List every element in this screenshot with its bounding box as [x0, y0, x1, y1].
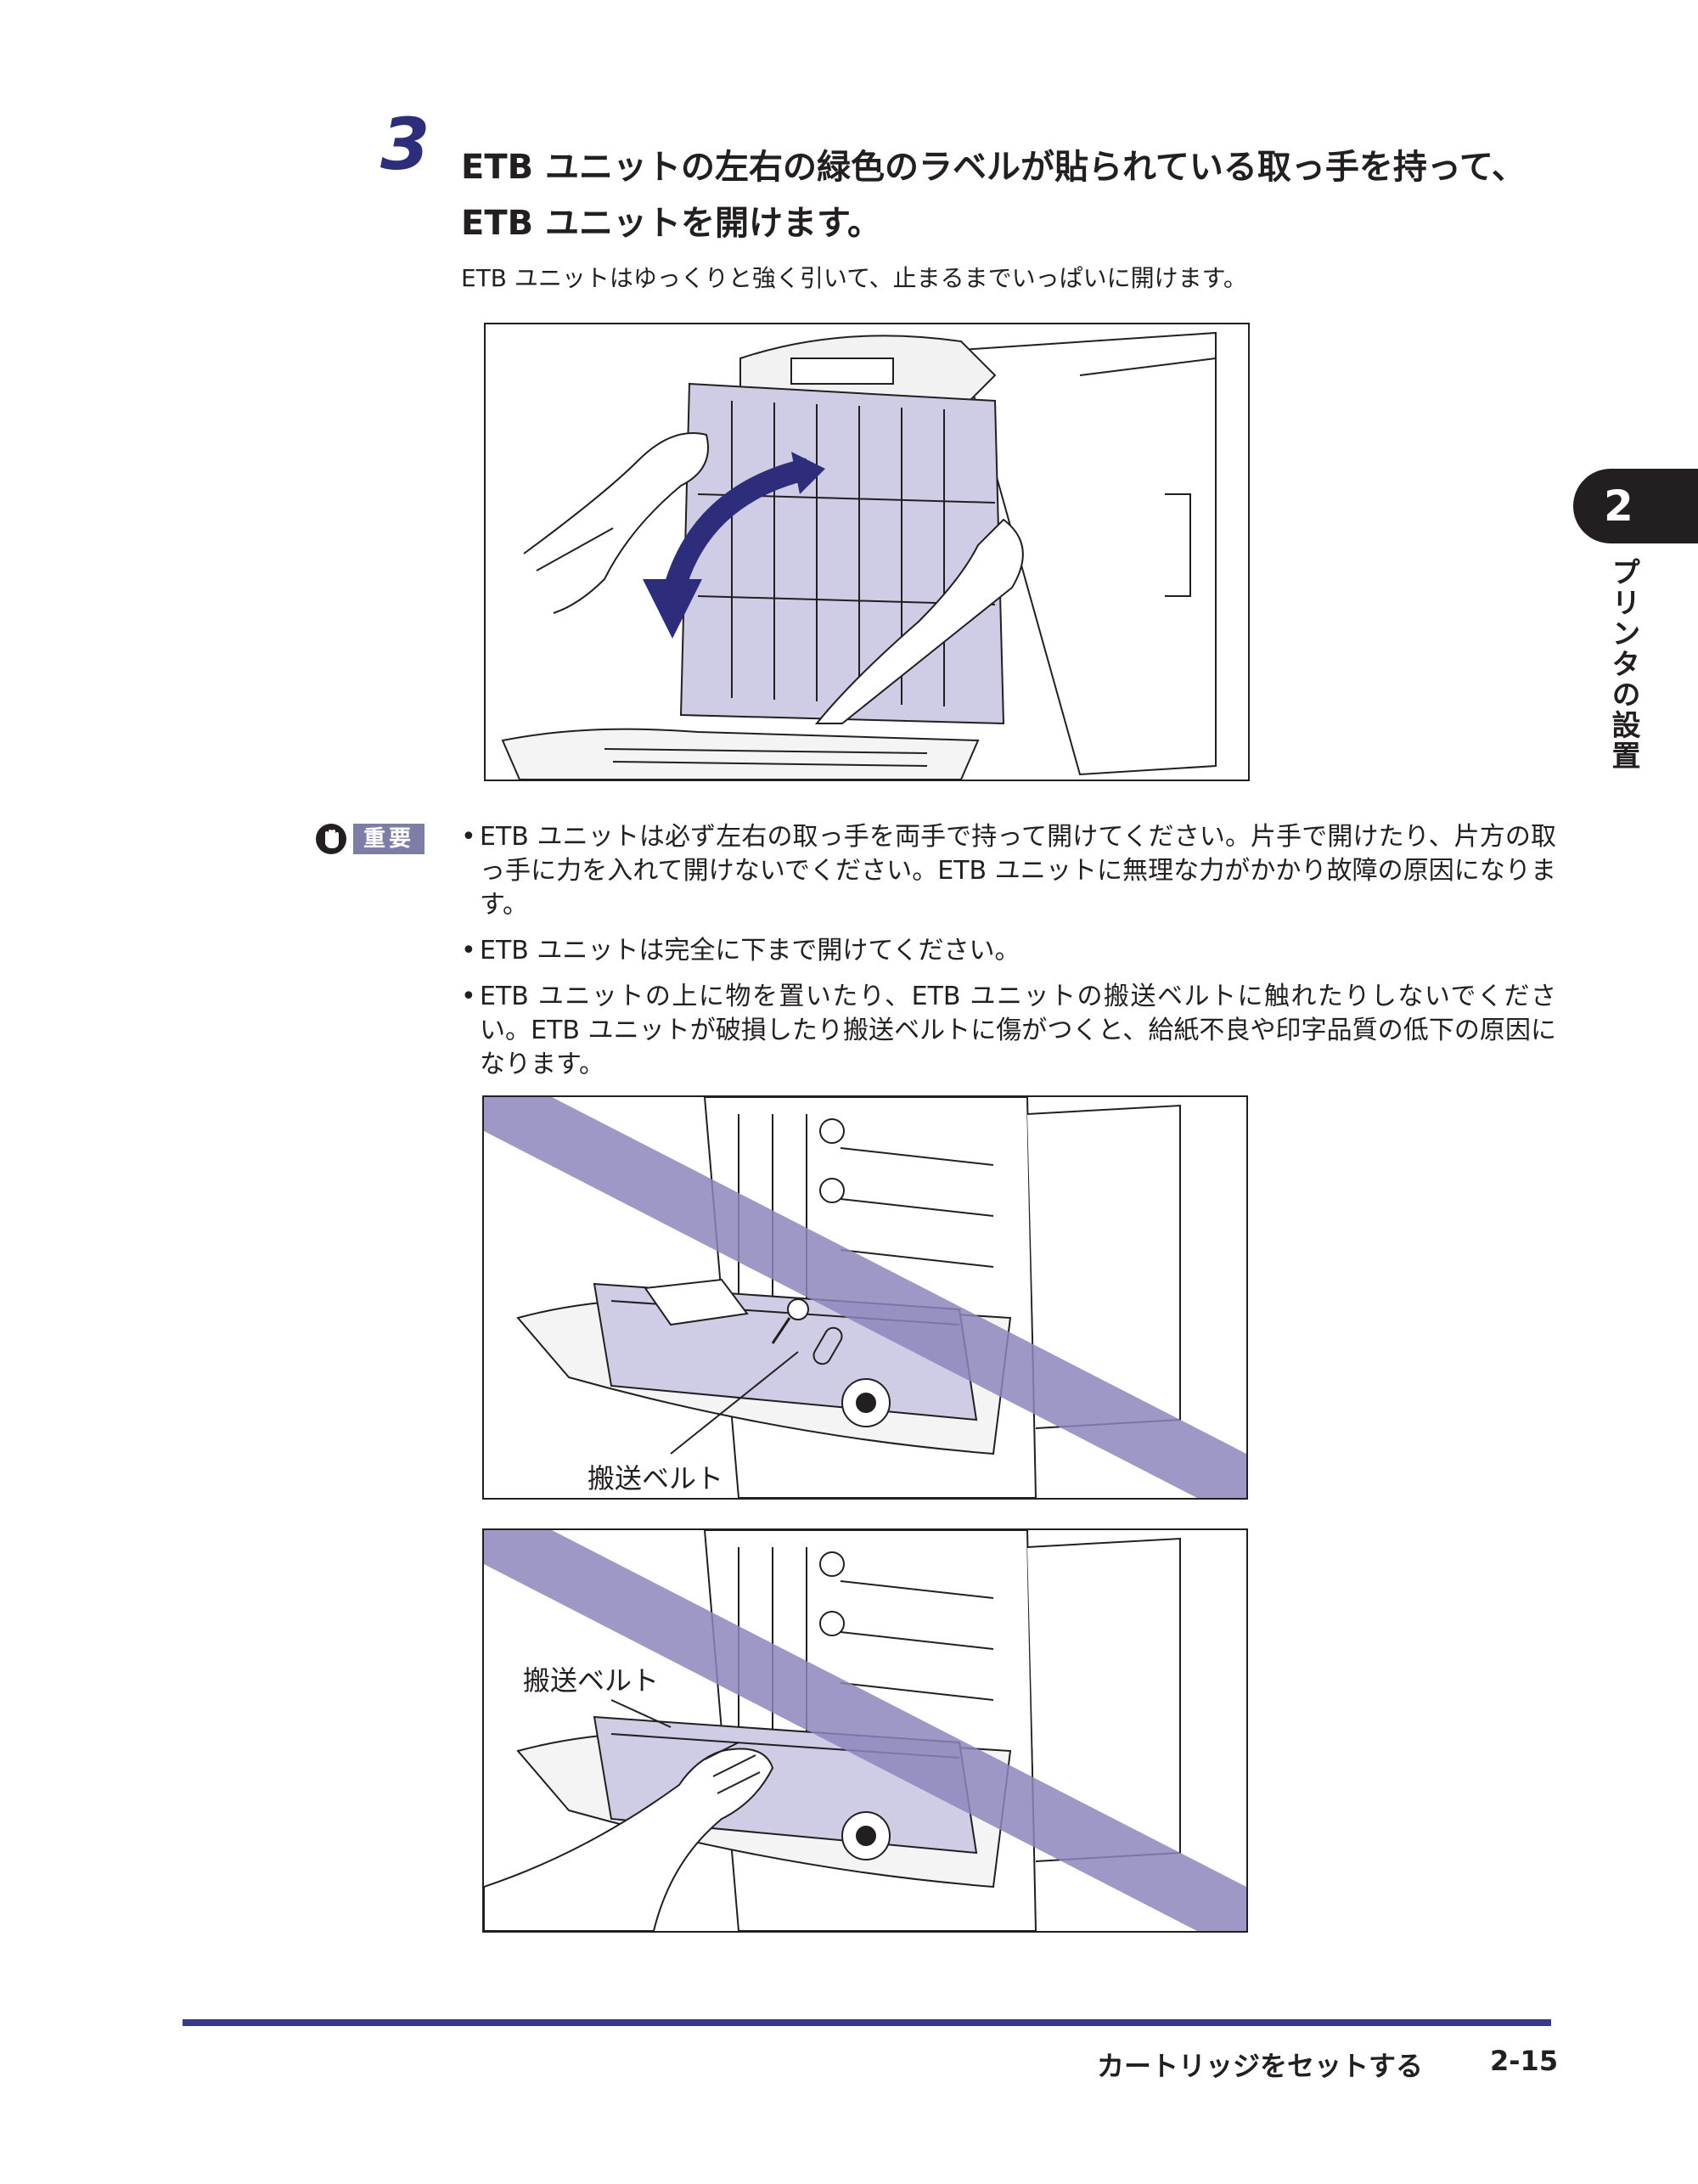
chapter-title: プリンタの設置	[1606, 557, 1640, 771]
figure-no-touching-belt: 搬送ベルト	[482, 1528, 1248, 1933]
chapter-number: 2	[1604, 481, 1633, 531]
figure-open-etb-unit	[484, 323, 1250, 781]
belt-callout-label: 搬送ベルト	[523, 1664, 659, 1697]
page-number: 2-15	[1490, 2045, 1559, 2077]
step-description: ETB ユニットはゆっくりと強く引いて、止まるまでいっぱいに開けます。	[461, 264, 1247, 292]
important-notes: ETB ユニットは必ず左右の取っ手を両手で持って開けてください。片手で開けたり、…	[461, 820, 1556, 1094]
footer-rule	[183, 2019, 1551, 2026]
belt-callout-label: 搬送ベルト	[588, 1462, 723, 1494]
figure-no-objects-on-belt: 搬送ベルト	[482, 1095, 1248, 1500]
note-item: ETB ユニットは必ず左右の取っ手を両手で持って開けてください。片手で開けたり、…	[461, 820, 1556, 922]
chapter-tab: 2	[1573, 469, 1698, 543]
note-item: ETB ユニットの上に物を置いたり、ETB ユニットの搬送ベルトに触れたりしない…	[461, 980, 1556, 1082]
footer-section-title: カートリッジをセットする	[1097, 2050, 1424, 2082]
important-badge: 重要	[316, 824, 433, 854]
note-item: ETB ユニットは完全に下まで開けてください。	[461, 934, 1556, 968]
hand-stop-icon	[316, 824, 346, 854]
etb-unit-touch-illustration: 搬送ベルト	[484, 1530, 1246, 1931]
important-label: 重要	[353, 824, 425, 854]
etb-unit-illustration: 搬送ベルト	[484, 1097, 1246, 1498]
printer-illustration	[501, 331, 1217, 780]
step-number: 3	[380, 103, 430, 186]
step-title: ETB ユニットの左右の緑色のラベルが貼られている取っ手を持って、ETB ユニッ…	[461, 148, 1526, 243]
